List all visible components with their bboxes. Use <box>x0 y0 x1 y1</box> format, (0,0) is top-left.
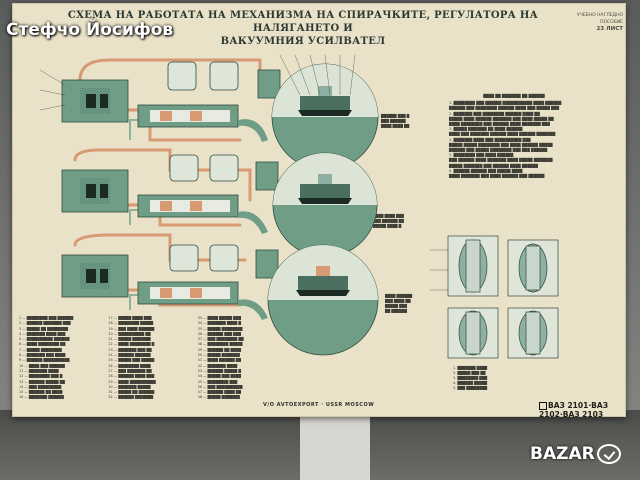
watermark-author: Стефчо Йосифов <box>6 20 174 40</box>
booster-section-views <box>447 235 559 359</box>
bazar-logo: BAZAR <box>530 444 621 464</box>
vacuum-booster-row2 <box>272 152 378 258</box>
master-cylinder-row2 <box>137 154 239 218</box>
sublegend-2: ████ █████████ ████ ███████ █████ ██████ <box>385 294 413 313</box>
publisher-text: V/O AVTOEXPORT · USSR MOSCOW <box>263 402 375 408</box>
caliper-row1 <box>61 79 129 123</box>
master-cylinder-row3 <box>137 244 239 305</box>
legend-bottom: 1. ███████ ████2. █████ ███ ██3. ███████… <box>453 366 488 390</box>
leader-lines <box>39 54 448 291</box>
poster-title: СХЕМА НА РАБОТАТА НА МЕХАНИЗМА НА СПИРАЧ… <box>63 9 543 48</box>
models-text: ВАЗ 2101·ВАЗ 2102·ВАЗ 2103 <box>539 401 609 419</box>
models-label: ВАЗ 2101·ВАЗ 2102·ВАЗ 2103 <box>539 401 625 419</box>
poster-title-line1: СХЕМА НА РАБОТАТА НА МЕХАНИЗМА НА СПИРАЧ… <box>67 10 539 34</box>
vacuum-booster-row3 <box>267 244 379 356</box>
sublegend-1: ████ ████ ██████ ██████ ███████ ████ █ <box>373 214 404 228</box>
regulator-row2 <box>238 161 279 234</box>
legend-right: ████ ██ ███████ ██ ██████ 1. ████████ ██… <box>449 94 562 179</box>
poster-title-line2: ВАКУУМНИЯ УСИЛВАТЕЛ <box>220 36 386 47</box>
white-box <box>300 412 370 480</box>
legend-left: 1 — ████████ ███ ██████2 — ██████ ██████… <box>19 316 244 400</box>
section-view-4 <box>507 307 559 359</box>
regulator-row1 <box>238 69 281 142</box>
sublegend-3: ██████ ███ ████ ██████████ ████ ██ <box>381 114 410 128</box>
bazar-logo-text: BAZAR <box>530 444 595 464</box>
section-view-1 <box>447 235 499 297</box>
section-view-2 <box>507 239 559 297</box>
caliper-row3 <box>61 254 129 298</box>
check-icon <box>596 444 621 464</box>
sheet-number: 23 ЛИСТ <box>596 26 623 32</box>
master-cylinder-row1 <box>137 61 239 128</box>
regulator-row3 <box>238 249 279 320</box>
sheet-info: УЧЕБНО НАГЛЕДНО ПОСОБИЕ 23 ЛИСТ <box>568 12 623 33</box>
sheet-note: УЧЕБНО НАГЛЕДНО ПОСОБИЕ <box>577 13 623 25</box>
vacuum-booster-row1 <box>271 63 379 171</box>
caliper-row2 <box>61 169 129 213</box>
section-view-3 <box>447 307 499 359</box>
